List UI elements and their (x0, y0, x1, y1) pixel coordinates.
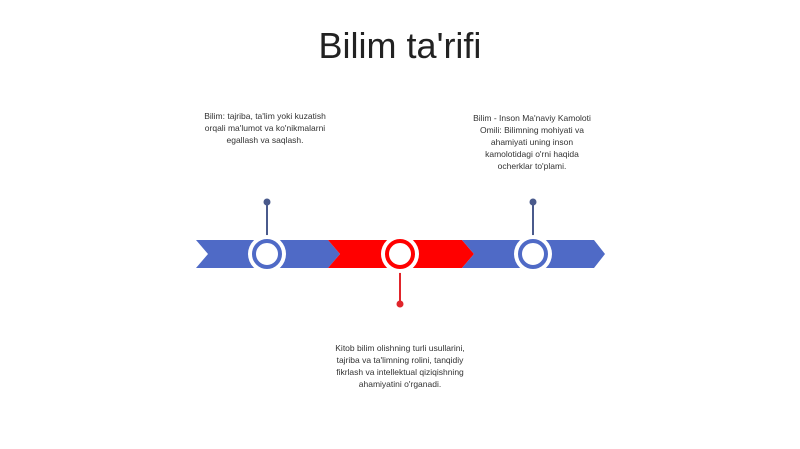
timeline-label-3: Bilim - Inson Ma'naviy Kamoloti Omili: B… (473, 113, 591, 171)
timeline-marker-2-ring (385, 239, 415, 269)
slide-title: Bilim ta'rifi (318, 25, 482, 66)
timeline-label-1: Bilim: tajriba, ta'lim yoki kuzatish orq… (204, 111, 326, 145)
timeline-label-2: Kitob bilim olishning turli usullarini, … (335, 343, 465, 389)
timeline-marker-3-ring (518, 239, 548, 269)
timeline-marker-1-ring (252, 239, 282, 269)
timeline-stem-dot-1 (263, 198, 271, 206)
timeline-stem-dot-2 (396, 300, 404, 308)
timeline-stem-dot-3 (529, 198, 537, 206)
